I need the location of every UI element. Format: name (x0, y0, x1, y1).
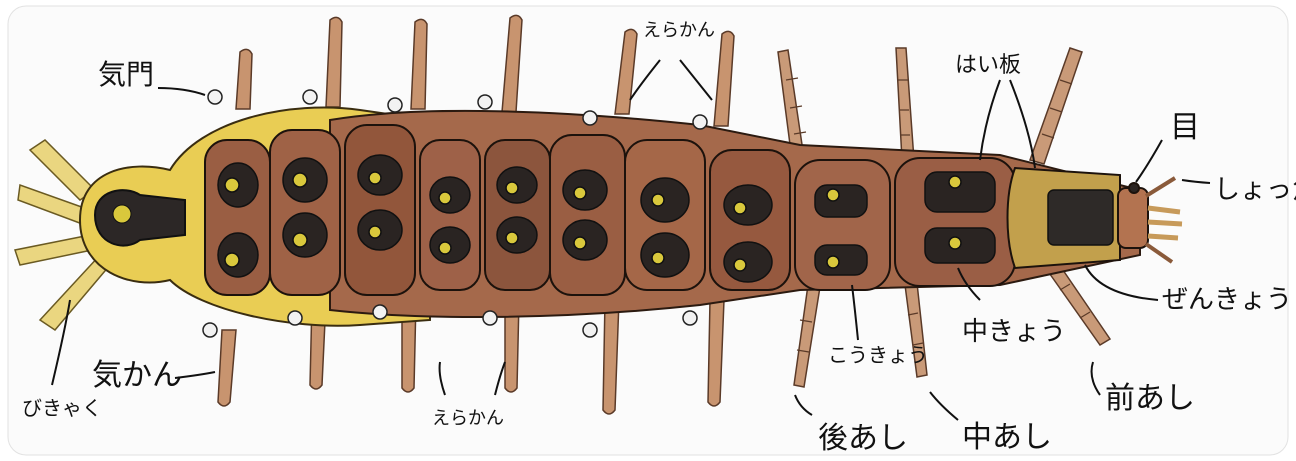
label-shokkaku: しょっ角 (1214, 175, 1296, 205)
segment-5 (485, 140, 550, 290)
label-bikyaku: びきゃく (22, 396, 102, 420)
label-kokyo: こうきょう (828, 343, 928, 367)
prothorax-plate (1048, 190, 1113, 245)
label-chuashi: 中あし (962, 420, 1052, 455)
spiracle (483, 311, 497, 325)
eye (1129, 183, 1139, 193)
label-zenashi: 前あし (1105, 381, 1195, 416)
label-me: 目 (1170, 110, 1200, 145)
label-kikan: 気かん (92, 358, 182, 393)
spiracle (303, 90, 317, 104)
tail-spiracle (113, 205, 131, 223)
metathorax-plate (815, 185, 867, 217)
label-chukyo: 中きょう (962, 317, 1066, 347)
segment-4 (420, 140, 480, 290)
spiracle (693, 115, 707, 129)
abdominal-segments (205, 125, 790, 295)
label-kimon: 気門 (98, 58, 154, 91)
tail-plate (95, 190, 185, 245)
spiracle (583, 111, 597, 125)
spiracle (373, 305, 387, 319)
label-harita: はい板 (955, 53, 1021, 78)
spiracle (683, 311, 697, 325)
spiracle (583, 323, 597, 337)
spiracle (478, 95, 492, 109)
label-eragan-top: えらかん (643, 20, 715, 41)
spiracle (288, 311, 302, 325)
label-koashi: 後あし (818, 421, 908, 456)
spiracle (203, 323, 217, 337)
label-zenkyo: ぜんきょう (1162, 285, 1292, 315)
label-eragan-bottom: えらかん (432, 408, 504, 429)
segment-6 (550, 135, 625, 295)
metathorax-plate (815, 245, 867, 275)
head-capsule (1118, 188, 1148, 248)
spiracle (208, 90, 222, 104)
spiracle (388, 98, 402, 112)
